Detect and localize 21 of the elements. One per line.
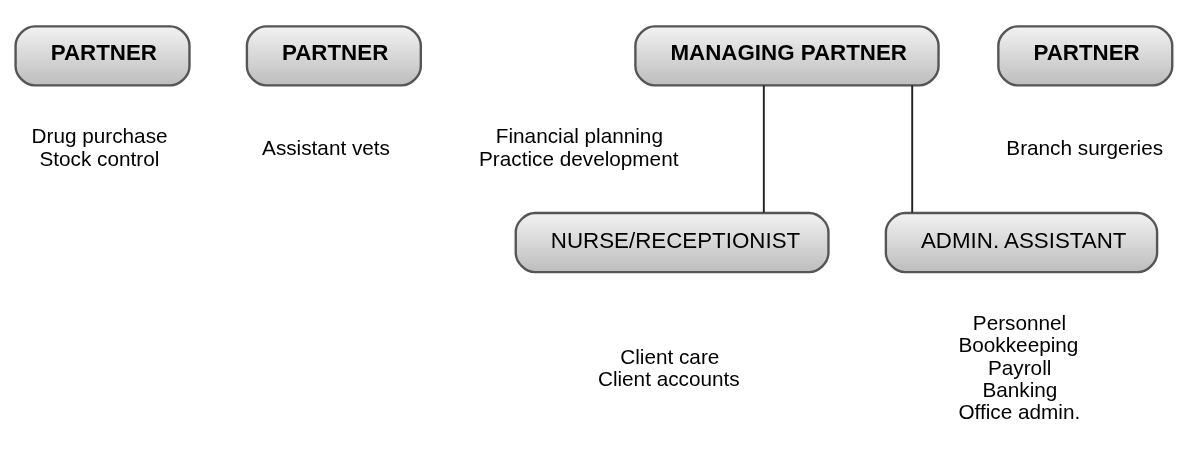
- node-label: Assistant vets: [262, 135, 390, 159]
- node-label: Personnel: [972, 311, 1067, 335]
- node-label: Banking: [982, 378, 1058, 402]
- node-box: ADMIN. ASSISTANT: [884, 211, 1159, 274]
- node-label: Client care: [620, 344, 720, 368]
- node-label: Bookkeeping: [958, 333, 1079, 357]
- node-label: Client accounts: [597, 366, 740, 390]
- node-label: Financial planning: [495, 124, 663, 148]
- node-box: PARTNER: [997, 25, 1174, 87]
- node-label: Office admin.: [958, 400, 1081, 424]
- node-box: MANAGING PARTNER: [634, 25, 940, 87]
- node-label: Branch surgeries: [1006, 135, 1164, 159]
- node-label: Practice development: [479, 146, 679, 170]
- node-box: PARTNER: [245, 25, 422, 87]
- node-label: Stock control: [39, 146, 160, 170]
- node-label: Payroll: [987, 355, 1052, 379]
- node-label: Drug purchase: [31, 124, 168, 148]
- node-box: PARTNER: [14, 25, 191, 87]
- connector: [911, 84, 914, 214]
- connector: [762, 84, 765, 214]
- node-box: NURSE/RECEPTIONIST: [514, 211, 830, 274]
